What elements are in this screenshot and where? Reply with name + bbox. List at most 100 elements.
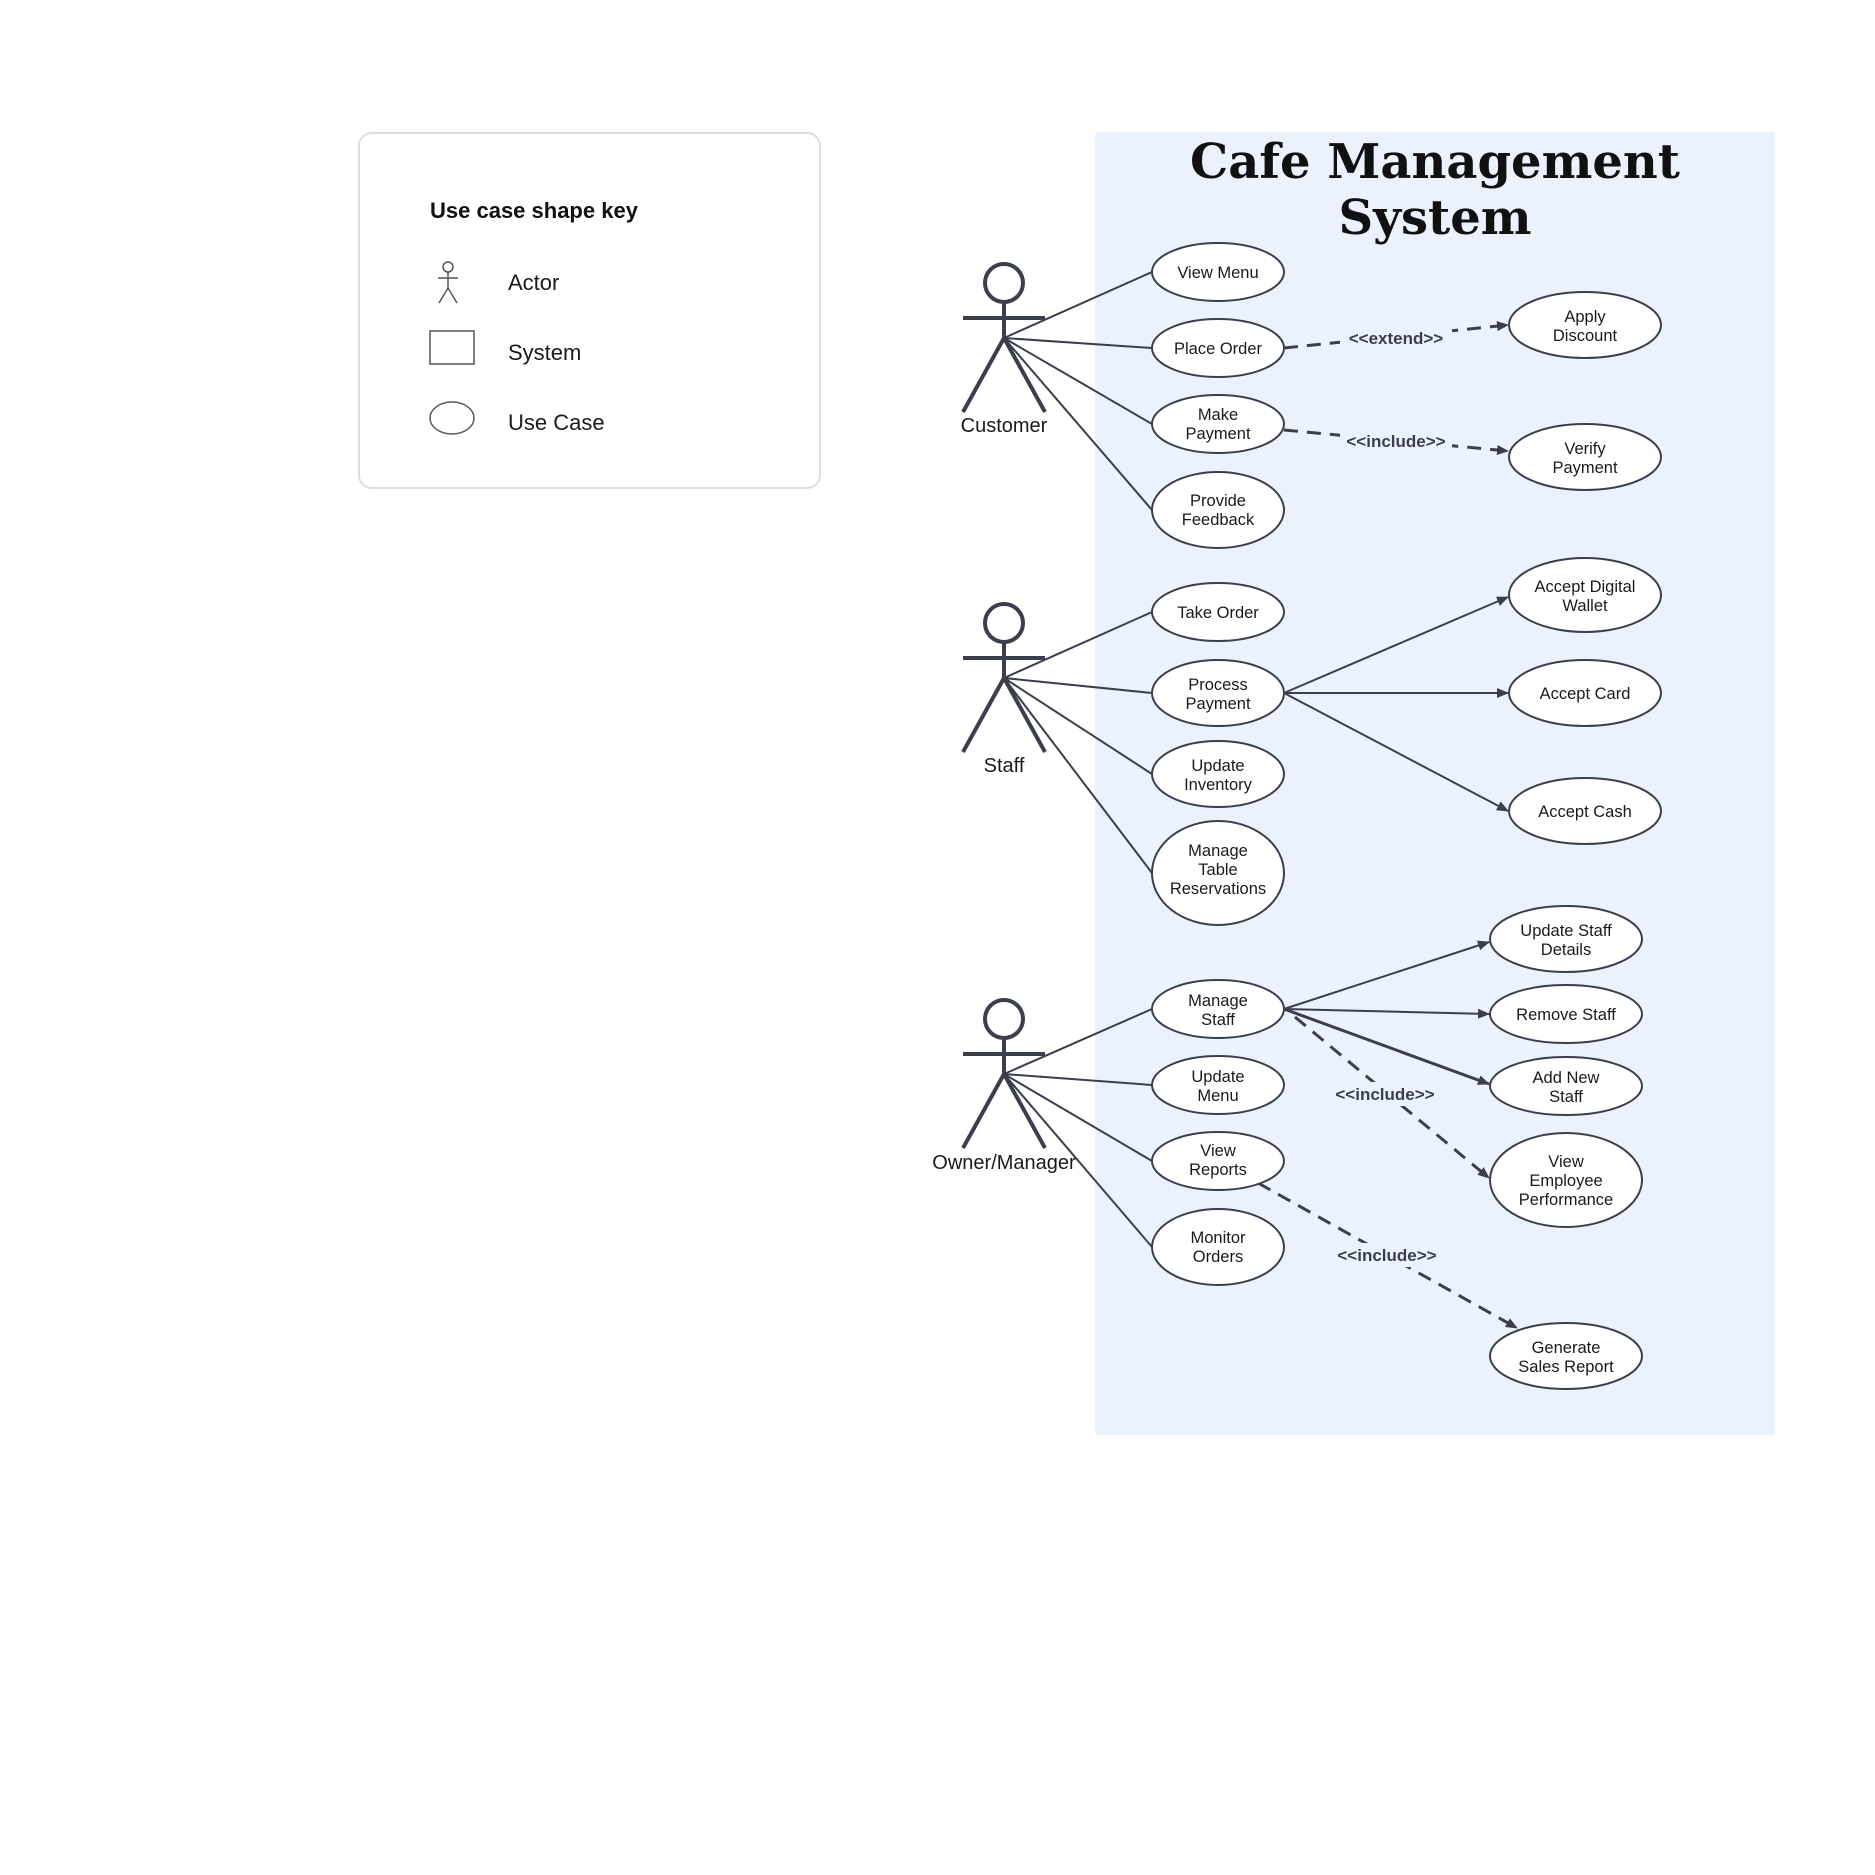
use-case-add-new-staff[interactable] <box>1489 1056 1643 1116</box>
use-case-label: Update <box>1191 1068 1244 1086</box>
label-backing <box>1340 429 1452 453</box>
use-case-update-menu[interactable] <box>1151 1055 1285 1115</box>
use-case-manage-staff[interactable] <box>1151 979 1285 1039</box>
use-case-update-staff-details[interactable] <box>1489 905 1643 973</box>
use-case-accept-digital-wallet[interactable] <box>1508 557 1662 633</box>
use-case-manage-table-reservations[interactable] <box>1151 820 1285 926</box>
use-case-label: Staff <box>1549 1088 1583 1106</box>
use-case-label: Payment <box>1185 425 1251 443</box>
use-case-label: Manage <box>1188 992 1248 1010</box>
use-case-label: Inventory <box>1184 776 1253 794</box>
association-line <box>1003 1073 1153 1086</box>
use-case-label: Manage <box>1188 842 1248 860</box>
legend-label-actor: Actor <box>508 270 560 295</box>
use-case-label: Staff <box>1201 1011 1235 1029</box>
use-case-label: View <box>1200 1142 1236 1160</box>
association-line <box>1003 337 1153 511</box>
use-case-label: Process <box>1188 676 1248 694</box>
legend-title: Use case shape key <box>430 198 638 223</box>
include-payment-label: <<include>> <box>1346 432 1445 451</box>
association-line <box>1003 611 1153 679</box>
use-cases <box>1151 242 1662 1390</box>
use-case-accept-cash[interactable] <box>1508 777 1662 845</box>
use-case-view-menu[interactable] <box>1151 242 1285 302</box>
use-case-label: Take Order <box>1177 604 1259 622</box>
actor-icon <box>438 261 458 304</box>
use-case-label: Accept Digital <box>1535 578 1636 596</box>
association-line <box>1003 1073 1153 1248</box>
association-line <box>1003 677 1153 775</box>
use-case-update-inventory[interactable] <box>1151 740 1285 808</box>
arrow-line <box>1283 692 1509 812</box>
actor-leg <box>961 1073 1006 1149</box>
actor-label-owner-manager: Owner/Manager <box>932 1152 1076 1174</box>
use-case-verify-payment[interactable] <box>1508 423 1662 491</box>
generalizations <box>1283 596 1509 1086</box>
use-case-apply-discount[interactable] <box>1508 291 1662 359</box>
actor-label-staff: Staff <box>984 755 1025 777</box>
use-case-label: Remove Staff <box>1516 1006 1616 1024</box>
use-case-make-payment[interactable] <box>1151 394 1285 454</box>
association-line <box>1003 1073 1153 1162</box>
use-case-label: Orders <box>1193 1248 1243 1266</box>
use-case-label: Table <box>1198 861 1237 879</box>
use-case-view-reports[interactable] <box>1151 1131 1285 1191</box>
use-case-generate-sales-report[interactable] <box>1489 1322 1643 1390</box>
use-case-provide-feedback[interactable] <box>1151 471 1285 549</box>
arrow-line <box>1283 940 1490 1010</box>
arrow-line <box>1283 1008 1490 1019</box>
use-case-label: Reports <box>1189 1161 1247 1179</box>
use-case-label: Sales Report <box>1518 1358 1614 1376</box>
actor-staff[interactable] <box>961 602 1047 753</box>
legend-label-use-case: Use Case <box>508 410 605 435</box>
use-case-label: Accept Cash <box>1538 803 1632 821</box>
legend-row-actor: Actor <box>360 258 819 308</box>
use-case-label: Discount <box>1553 327 1618 345</box>
actor-label-customer: Customer <box>961 415 1048 437</box>
use-case-remove-staff[interactable] <box>1489 984 1643 1044</box>
system-title: Cafe Management System <box>1190 134 1680 246</box>
extend-arrow <box>1283 321 1509 350</box>
actor-leg <box>961 677 1006 753</box>
legend-panel: Use case shape key Actor System Use Case <box>358 132 821 489</box>
actor-leg <box>961 337 1006 413</box>
use-case-place-order[interactable] <box>1151 318 1285 378</box>
use-case-label: Generate <box>1532 1339 1601 1357</box>
include-staff-label: <<include>> <box>1335 1085 1434 1104</box>
legend-label-system: System <box>508 340 582 365</box>
use-case-label: Apply <box>1564 308 1606 326</box>
use-case-accept-card[interactable] <box>1508 659 1662 727</box>
association-line <box>1003 677 1153 874</box>
association-line <box>1003 337 1153 349</box>
use-case-label: View <box>1548 1153 1584 1171</box>
use-case-label: Reservations <box>1170 880 1266 898</box>
legend-row-system: System <box>360 328 819 378</box>
association-line <box>1003 337 1153 425</box>
use-case-label: Feedback <box>1182 511 1255 529</box>
use-case-label: Wallet <box>1562 597 1608 615</box>
actor-head <box>983 998 1025 1040</box>
actor-leg <box>1002 677 1047 753</box>
use-case-label: Employee <box>1529 1172 1602 1190</box>
use-case-take-order[interactable] <box>1151 582 1285 642</box>
actor-owner-manager[interactable] <box>961 998 1047 1149</box>
use-case-monitor-orders[interactable] <box>1151 1208 1285 1286</box>
actor-leg <box>1002 1073 1047 1149</box>
use-case-label: Add New <box>1533 1069 1600 1087</box>
use-case-icon <box>429 401 475 435</box>
extend-label: <<extend>> <box>1349 329 1444 348</box>
use-case-process-payment[interactable] <box>1151 659 1285 727</box>
use-case-label: Monitor <box>1190 1229 1246 1247</box>
actor-head <box>983 602 1025 644</box>
dependencies <box>1257 321 1518 1330</box>
use-case-label: Performance <box>1519 1191 1613 1209</box>
use-case-view-employee-performance[interactable] <box>1489 1132 1643 1228</box>
actor-customer[interactable] <box>961 262 1047 413</box>
include-arrow <box>1283 428 1509 455</box>
association-line <box>1003 677 1153 694</box>
use-case-labels: View Menu Place Order Make Payment Provi… <box>1170 264 1636 1376</box>
actor-leg <box>1002 337 1047 413</box>
use-case-label: Provide <box>1190 492 1246 510</box>
use-case-label: Accept Card <box>1540 685 1631 703</box>
